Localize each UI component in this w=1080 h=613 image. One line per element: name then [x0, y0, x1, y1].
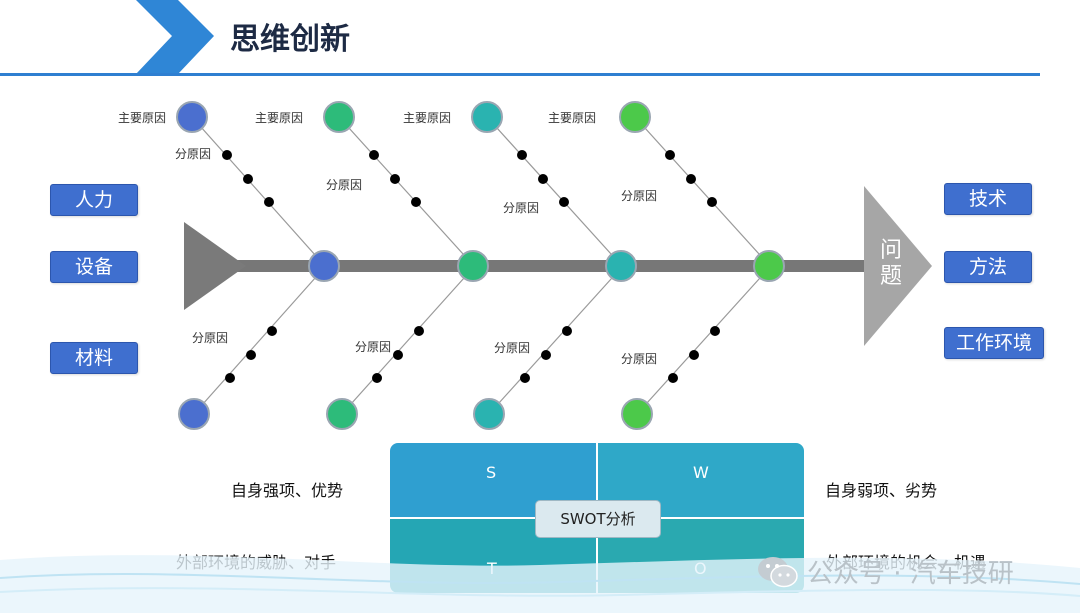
- main-cause-node: [473, 398, 505, 430]
- main-cause-node: [178, 398, 210, 430]
- main-cause-node: [619, 101, 651, 133]
- main-cause-node: [176, 101, 208, 133]
- main-cause-label: 主要原因: [403, 111, 452, 125]
- fishbone-tail: [184, 222, 246, 310]
- sub-cause-dot: [243, 174, 253, 184]
- sub-cause-dot: [222, 150, 232, 160]
- sub-cause-label: 分原因: [503, 201, 540, 215]
- swot-letter-s: S: [486, 463, 497, 482]
- sub-cause-dot: [267, 326, 277, 336]
- main-cause-node: [471, 101, 503, 133]
- swot-weakness-description: 自身弱项、劣势: [825, 481, 938, 500]
- page-title: 思维创新: [230, 22, 350, 57]
- sub-cause-dot: [225, 373, 235, 383]
- main-cause-label: 主要原因: [548, 111, 597, 125]
- fishbone-head: [864, 186, 932, 346]
- top-bone-2: [323, 101, 474, 266]
- swot-letter-w: W: [693, 463, 709, 482]
- main-cause-node: [326, 398, 358, 430]
- sub-cause-dot: [707, 197, 717, 207]
- sub-cause-dot: [562, 326, 572, 336]
- bottom-bone-2: [326, 267, 474, 430]
- sub-cause-label: 分原因: [621, 352, 658, 366]
- factor-box-method: 方法: [944, 251, 1032, 283]
- bottom-bone-1: [178, 267, 325, 430]
- sub-cause-dot: [541, 350, 551, 360]
- main-cause-label: 主要原因: [255, 111, 304, 125]
- sub-cause-dot: [414, 326, 424, 336]
- junction-node: [605, 250, 637, 282]
- sub-cause-label: 分原因: [192, 331, 229, 345]
- factor-box-manpower: 人力: [50, 184, 138, 216]
- sub-cause-dot: [246, 350, 256, 360]
- sub-cause-dot: [665, 150, 675, 160]
- top-bone-4: [619, 101, 770, 266]
- top-bone-1: [176, 101, 325, 266]
- sub-cause-dot: [390, 174, 400, 184]
- bottom-bone-3: [473, 267, 622, 430]
- top-bone-3: [471, 101, 622, 266]
- factor-box-material: 材料: [50, 342, 138, 374]
- header-divider: [0, 73, 1040, 76]
- sub-cause-dot: [411, 197, 421, 207]
- main-cause-node: [323, 101, 355, 133]
- fishbone-spine: [200, 260, 870, 272]
- sub-cause-dot: [372, 373, 382, 383]
- header-chevron-decoration: [136, 0, 214, 74]
- factor-box-equipment: 设备: [50, 251, 138, 283]
- main-cause-label: 主要原因: [118, 111, 167, 125]
- sub-cause-dot: [517, 150, 527, 160]
- junction-node: [457, 250, 489, 282]
- factor-box-environment: 工作环境: [944, 327, 1044, 359]
- sub-cause-label: 分原因: [355, 340, 392, 354]
- bottom-bone-4: [621, 267, 770, 430]
- sub-cause-dot: [538, 174, 548, 184]
- sub-cause-label: 分原因: [621, 189, 658, 203]
- sub-cause-dot: [710, 326, 720, 336]
- wechat-icon: [758, 556, 798, 587]
- sub-cause-label: 分原因: [326, 178, 363, 192]
- sub-cause-dot: [264, 197, 274, 207]
- sub-cause-dot: [668, 373, 678, 383]
- sub-cause-dot: [369, 150, 379, 160]
- junction-node: [308, 250, 340, 282]
- junction-node: [753, 250, 785, 282]
- sub-cause-dot: [686, 174, 696, 184]
- sub-cause-dot: [559, 197, 569, 207]
- sub-cause-label: 分原因: [494, 341, 531, 355]
- main-cause-node: [621, 398, 653, 430]
- sub-cause-dot: [520, 373, 530, 383]
- swot-center-label: SWOT分析: [535, 500, 661, 538]
- watermark-text: 公众号 · 汽车技研: [807, 559, 1014, 589]
- sub-cause-label: 分原因: [175, 147, 212, 161]
- fishbone-head-label: 问题: [879, 238, 902, 289]
- sub-cause-dot: [689, 350, 699, 360]
- watermark: 公众号 · 汽车技研: [757, 553, 1014, 590]
- swot-strength-description: 自身强项、优势: [231, 481, 344, 500]
- factor-box-technology: 技术: [944, 183, 1032, 215]
- sub-cause-dot: [393, 350, 403, 360]
- bottom-wave-decoration: [0, 555, 1080, 613]
